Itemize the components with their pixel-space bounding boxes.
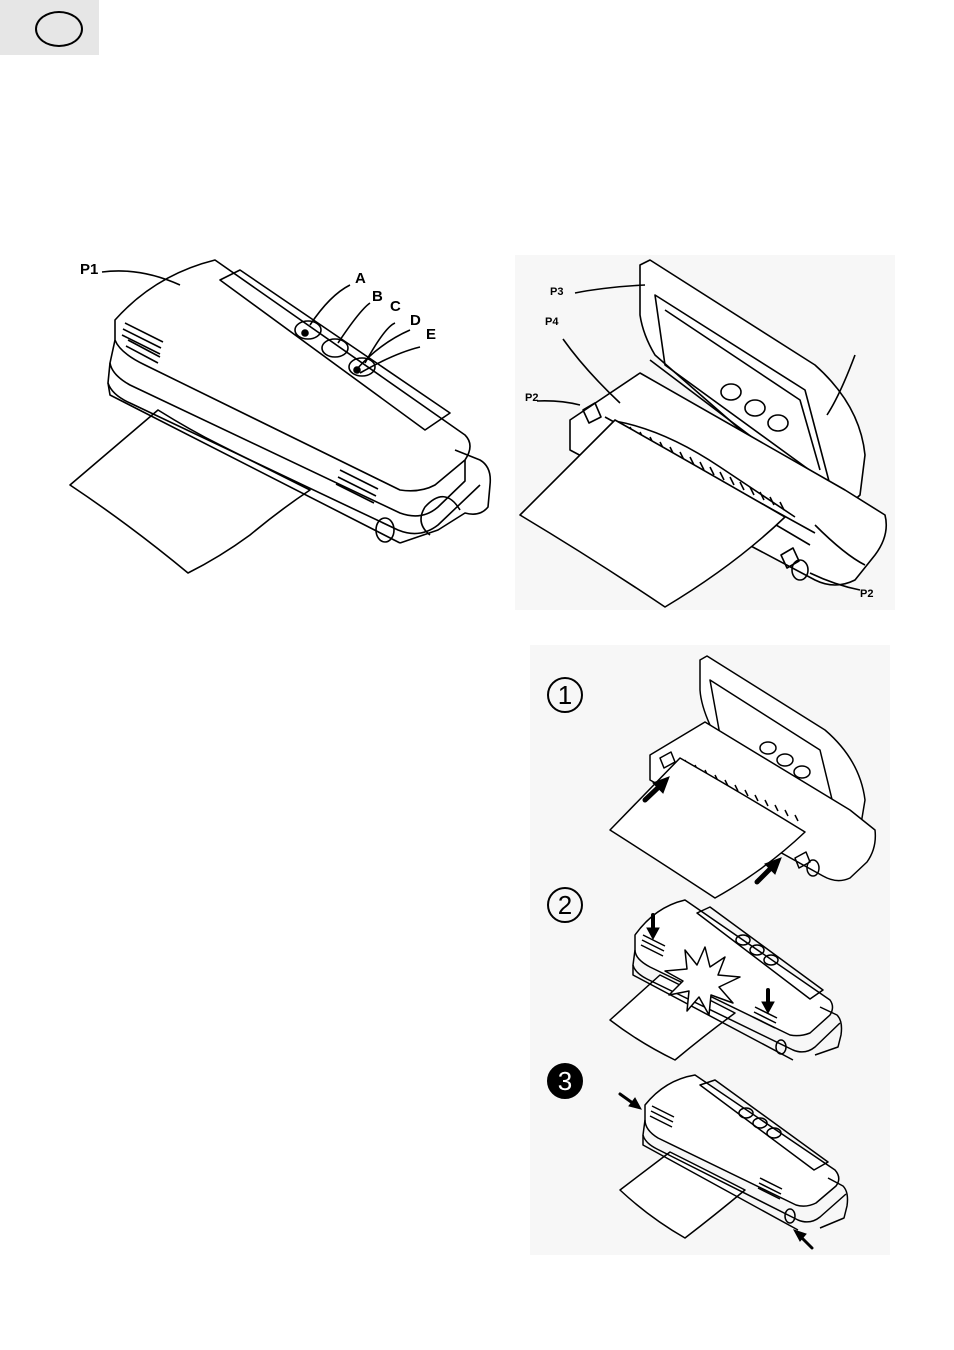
- figure-open-sealer: P3 P4 P2 P2: [515, 255, 895, 610]
- label-a: A: [355, 270, 366, 287]
- open-sealer-drawing: P3 P4 P2 P2: [515, 255, 895, 610]
- label-p2-left: P2: [525, 392, 538, 404]
- label-c: C: [390, 298, 401, 315]
- step-2-figure: [605, 895, 850, 1065]
- label-p2-right: P2: [860, 588, 873, 600]
- figure-closed-sealer: P1 A B C D E: [60, 245, 500, 585]
- label-p1: P1: [80, 261, 98, 278]
- step-3-drawing: [610, 1070, 855, 1250]
- label-p3: P3: [550, 286, 563, 298]
- step-1-badge: 1: [547, 677, 583, 713]
- step-2-drawing: [605, 895, 850, 1065]
- label-e: E: [426, 326, 436, 343]
- closed-sealer-drawing: P1 A B C D E: [60, 245, 500, 585]
- step-1-figure: [605, 650, 885, 900]
- label-d: D: [410, 312, 421, 329]
- label-b: B: [372, 288, 383, 305]
- label-p4: P4: [545, 316, 559, 328]
- step-3-badge: 3: [547, 1063, 583, 1099]
- step-1-drawing: [605, 650, 885, 900]
- language-badge: [35, 11, 83, 47]
- step-2-badge: 2: [547, 887, 583, 923]
- language-tab: [0, 0, 99, 55]
- step-3-figure: [610, 1070, 855, 1250]
